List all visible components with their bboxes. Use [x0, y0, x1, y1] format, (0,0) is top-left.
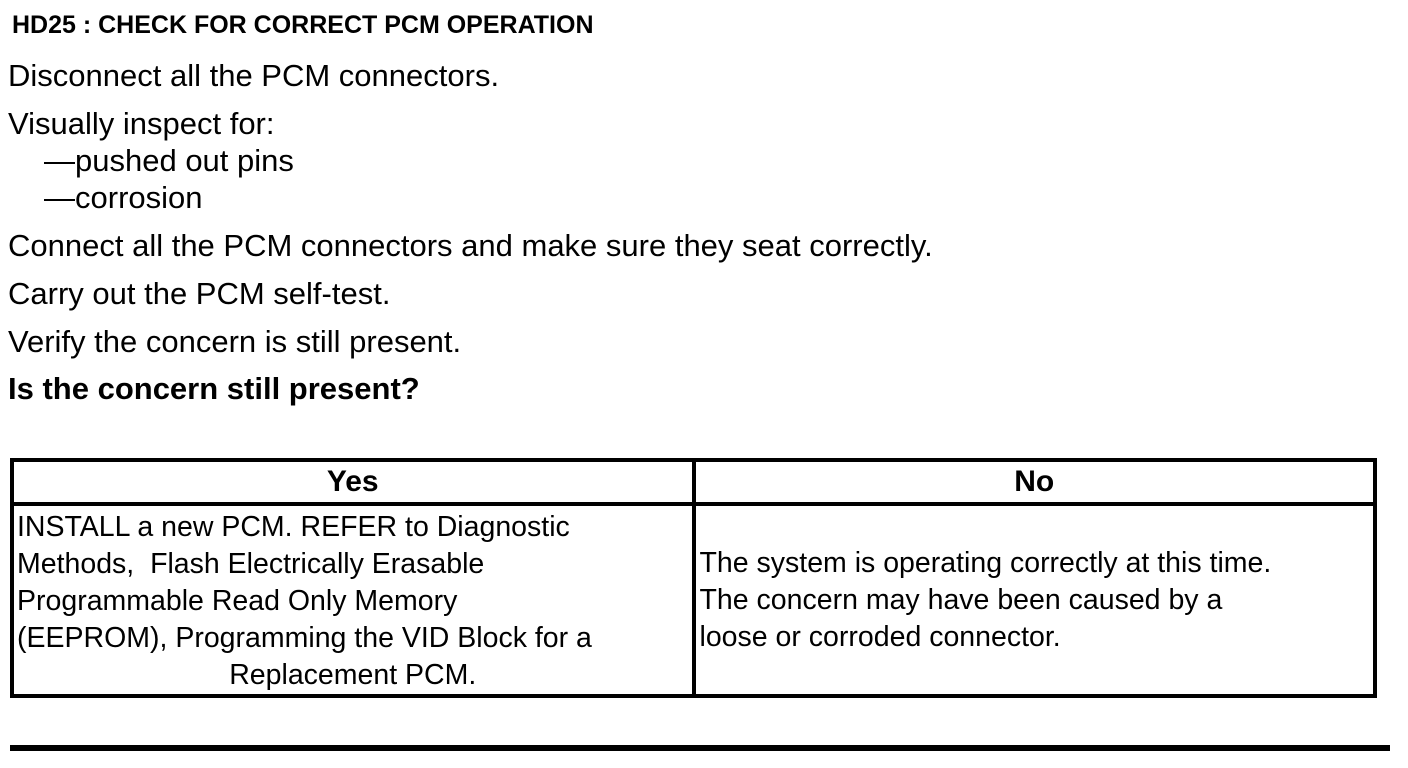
decision-question: Is the concern still present? [8, 371, 420, 406]
inspect-item-corrosion: —corrosion [44, 180, 203, 215]
instruction-verify: Verify the concern is still present. [8, 324, 462, 359]
yes-action-line: Methods, Flash Electrically Erasable [17, 548, 485, 580]
instruction-inspect-intro: Visually inspect for: [8, 106, 275, 141]
no-action-line: loose or corroded connector. [699, 620, 1061, 653]
yes-action-line: Programmable Read Only Memory [17, 585, 458, 617]
yes-column-header: Yes [10, 458, 696, 506]
instruction-connect: Connect all the PCM connectors and make … [8, 228, 933, 263]
yes-action-line: INSTALL a new PCM. REFER to Diagnostic [17, 511, 570, 543]
no-action-line: The system is operating correctly at thi… [699, 546, 1272, 579]
procedure-title: HD25 : CHECK FOR CORRECT PCM OPERATION [12, 11, 594, 39]
decision-table-header-row: Yes No [10, 458, 1377, 506]
no-column-header: No [691, 458, 1377, 506]
no-action-line: The concern may have been caused by a [699, 583, 1223, 616]
yes-action-cell: INSTALL a new PCM. REFER to Diagnostic M… [10, 502, 696, 698]
instruction-disconnect: Disconnect all the PCM connectors. [8, 58, 500, 93]
bottom-rule [10, 745, 1390, 751]
decision-table-body-row: INSTALL a new PCM. REFER to Diagnostic M… [10, 502, 1377, 698]
yes-action-line: Replacement PCM. [229, 659, 477, 691]
yes-action-line: (EEPROM), Programming the VID Block for … [17, 622, 592, 654]
decision-table: Yes No INSTALL a new PCM. REFER to Diagn… [10, 458, 1377, 698]
inspect-item-pushed-out-pins: —pushed out pins [44, 143, 294, 178]
instruction-self-test: Carry out the PCM self-test. [8, 276, 391, 311]
no-action-cell: The system is operating correctly at thi… [691, 502, 1377, 698]
